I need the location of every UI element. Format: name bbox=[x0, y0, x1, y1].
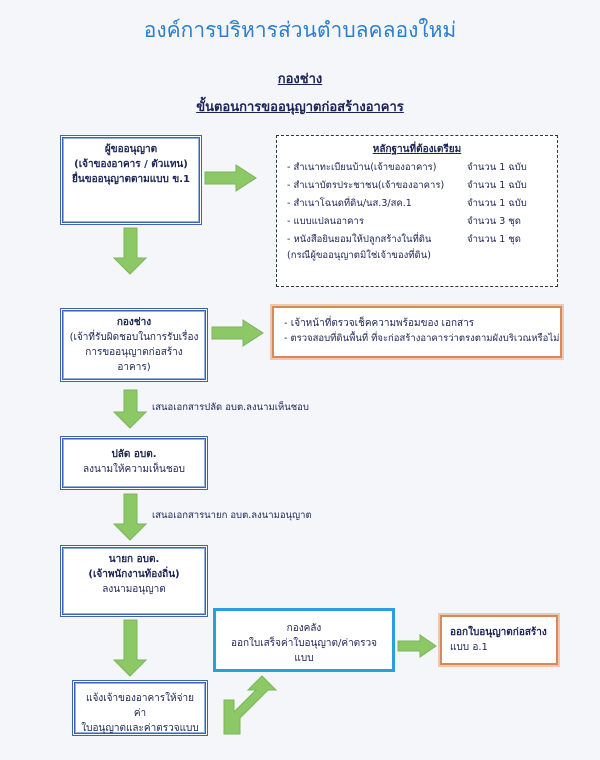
engineering-step-title: กองช่าง bbox=[116, 317, 152, 328]
arrow-down-mayor bbox=[112, 493, 148, 541]
requirement-name: - สำเนาโฉนดที่ดิน/นส.3/สค.1 bbox=[287, 198, 412, 209]
requirement-note: (กรณีผู้ขออนุญาตมิใช่เจ้าของที่ดิน) bbox=[287, 250, 431, 261]
requirement-qty: จำนวน 1 ฉบับ bbox=[467, 198, 527, 209]
engineering-step-detail-2: การขออนุญาตก่อสร้างอาคาร) bbox=[85, 347, 183, 373]
applicant-step-box: ผู้ขออนุญาต (เจ้าของอาคาร / ตัวแทน) ยื่น… bbox=[60, 135, 202, 225]
deputy-step-box: ปลัด อบต. ลงนามให้ความเห็นชอบ bbox=[60, 436, 208, 490]
requirement-name: - แบบแปลนอาคาร bbox=[287, 216, 364, 227]
requirement-qty: จำนวน 1 ชุด bbox=[467, 234, 521, 245]
engineering-step-detail-1: (เจ้าที่รับผิดชอบในการรับเรื่อง bbox=[69, 332, 199, 343]
permit-step-form: แบบ อ.1 bbox=[450, 642, 488, 653]
page-title: องค์การบริหารส่วนตำบลคลองใหม่ bbox=[143, 18, 457, 42]
requirement-item: - สำเนาบัตรประชาชน(เจ้าของอาคาร) จำนวน 1… bbox=[287, 177, 547, 195]
requirement-item: - หนังสือยินยอมให้ปลูกสร้างในที่ดิน จำนว… bbox=[287, 231, 547, 249]
requirement-qty: จำนวน 3 ชุด bbox=[467, 216, 521, 227]
mayor-step-box: นายก อบต. (เจ้าพนักงานท้องถิ่น) ลงนามอนุ… bbox=[60, 545, 208, 617]
arrow-down-engineering bbox=[112, 227, 148, 275]
arrow-up-treasury bbox=[223, 675, 278, 735]
treasury-step-box: กองคลัง ออกใบเสร็จค่าใบอนุญาต/ค่าตรวจแบบ bbox=[213, 608, 395, 672]
permit-step-box: ออกใบอนุญาตก่อสร้าง แบบ อ.1 bbox=[440, 615, 558, 665]
inspection-box: - เจ้าหน้าที่ตรวจเช็คความพร้อมของ เอกสาร… bbox=[272, 306, 562, 358]
arrow-down-deputy bbox=[112, 389, 148, 429]
deputy-step-title: ปลัด อบต. bbox=[111, 449, 157, 460]
arrow-right-requirements bbox=[204, 164, 257, 192]
engineering-step-box: กองช่าง (เจ้าที่รับผิดชอบในการรับเรื่อง … bbox=[60, 308, 208, 382]
requirements-box: หลักฐานที่ต้องเตรียม - สำเนาทะเบียนบ้าน(… bbox=[276, 135, 558, 287]
requirements-title: หลักฐานที่ต้องเตรียม bbox=[372, 144, 462, 155]
requirement-qty: จำนวน 1 ฉบับ bbox=[467, 162, 527, 173]
requirement-item: - สำเนาโฉนดที่ดิน/นส.3/สค.1 จำนวน 1 ฉบับ bbox=[287, 195, 547, 213]
notify-step-line-1: แจ้งเจ้าของอาคารให้จ่ายค่า bbox=[86, 693, 194, 719]
transition-to-deputy: เสนอเอกสารปลัด อบต.ลงนามเห็นชอบ bbox=[152, 402, 309, 413]
notify-step-line-2: ใบอนุญาตและค่าตรวจแบบ bbox=[81, 723, 199, 734]
applicant-step-detail: (เจ้าของอาคาร / ตัวแทน) bbox=[74, 159, 188, 170]
deputy-step-detail: ลงนามให้ความเห็นชอบ bbox=[82, 464, 186, 475]
arrow-right-inspection bbox=[211, 319, 264, 347]
arrow-right-permit bbox=[397, 634, 437, 658]
treasury-step-detail: ออกใบเสร็จค่าใบอนุญาต/ค่าตรวจแบบ bbox=[230, 638, 378, 664]
treasury-step-title: กองคลัง bbox=[286, 623, 322, 634]
applicant-step-form: ยื่นขออนุญาตตามแบบ ข.1 bbox=[72, 174, 190, 185]
requirement-qty: จำนวน 1 ฉบับ bbox=[467, 180, 527, 191]
mayor-step-action: ลงนามอนุญาต bbox=[102, 584, 166, 595]
procedure-heading: ขั้นตอนการขออนุญาตก่อสร้างอาคาร bbox=[196, 100, 404, 115]
requirement-item: - สำเนาทะเบียนบ้าน(เจ้าของอาคาร) จำนวน 1… bbox=[287, 159, 547, 177]
notify-step-box: แจ้งเจ้าของอาคารให้จ่ายค่า ใบอนุญาตและค่… bbox=[72, 680, 208, 736]
requirement-item: - แบบแปลนอาคาร จำนวน 3 ชุด bbox=[287, 213, 547, 231]
mayor-step-title: นายก อบต. bbox=[108, 554, 160, 565]
permit-step-title: ออกใบอนุญาตก่อสร้าง bbox=[450, 627, 547, 638]
inspection-line-2: - ตรวจสอบที่ดินพื้นที่ ที่จะก่อสร้างอาคา… bbox=[284, 333, 560, 344]
department-heading: กองช่าง bbox=[277, 72, 323, 87]
requirement-name: - สำเนาบัตรประชาชน(เจ้าของอาคาร) bbox=[287, 180, 445, 191]
arrow-down-notify bbox=[112, 619, 148, 677]
requirement-name: - หนังสือยินยอมให้ปลูกสร้างในที่ดิน bbox=[287, 234, 432, 245]
requirement-name: - สำเนาทะเบียนบ้าน(เจ้าของอาคาร) bbox=[287, 162, 437, 173]
inspection-line-1: - เจ้าหน้าที่ตรวจเช็คความพร้อมของ เอกสาร bbox=[284, 318, 475, 329]
applicant-step-title: ผู้ขออนุญาต bbox=[104, 144, 158, 155]
mayor-step-detail: (เจ้าพนักงานท้องถิ่น) bbox=[88, 569, 180, 580]
transition-to-mayor: เสนอเอกสารนายก อบต.ลงนามอนุญาต bbox=[152, 510, 312, 521]
